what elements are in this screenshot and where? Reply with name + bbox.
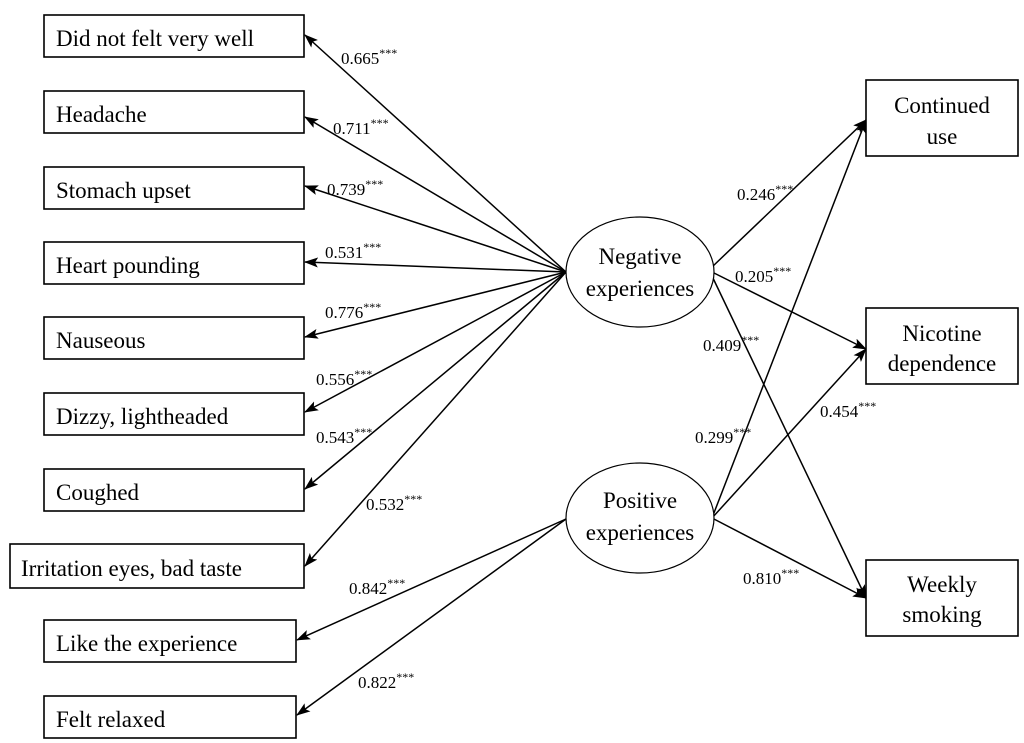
edge-negative-to-did-not-felt-well [304,34,567,273]
edge-negative-to-heart-pounding [304,257,567,273]
indicator-label: Heart pounding [56,253,200,278]
edge-positive-to-weekly-smoking [711,517,867,599]
edge-negative-to-nauseous [304,271,567,339]
path-coefficient-label: 0.246*** [737,182,793,204]
indicator-nauseous: Nauseous [43,316,305,360]
edge-negative-to-dizzy [304,271,567,413]
outcome-label-line1: Nicotine [902,321,981,346]
indicator-coughed: Coughed [43,468,305,512]
path-coefficient-label: 0.810*** [743,566,799,588]
indicator-like-experience: Like the experience [43,619,297,663]
indicator-stomach-upset: Stomach upset [43,166,305,210]
loading-label: 0.842*** [349,576,405,598]
indicator-headache: Headache [43,90,305,134]
indicator-label: Irritation eyes, bad taste [21,556,242,581]
outcome-label-line1: Continued [894,93,990,118]
coefficient-labels: 0.665*** 0.711*** 0.739*** 0.531*** 0.77… [316,46,876,692]
indicator-label: Headache [56,102,147,127]
latent-label-line1: Positive [603,488,677,513]
edge-negative-to-continued-use [711,119,867,268]
edge-negative-to-stomach-upset [304,185,567,273]
outcome-weekly-smoking: Weekly smoking [865,559,1019,637]
outcome-label-line2: use [927,124,958,149]
latent-positive-experiences: Positive experiences [565,462,715,574]
loading-label: 0.711*** [333,116,389,138]
indicator-did-not-felt-well: Did not felt very well [43,14,305,58]
edge-positive-to-nicotine-dependence [711,348,867,519]
indicator-heart-pounding: Heart pounding [43,241,305,285]
edge-negative-to-weekly-smoking [711,275,867,599]
edge-negative-to-headache [304,116,567,273]
edge-positive-to-continued-use [711,119,867,519]
outcome-label-line1: Weekly [907,572,977,597]
loading-label: 0.556*** [316,367,372,389]
edge-positive-to-felt-relaxed [296,518,567,716]
edges [296,34,867,716]
indicator-dizzy-lightheaded: Dizzy, lightheaded [43,392,305,436]
indicator-label: Coughed [56,480,140,505]
path-coefficient-label: 0.409*** [703,333,759,355]
outcome-nicotine-dependence: Nicotine dependence [865,307,1019,385]
loading-label: 0.531*** [325,240,381,262]
path-coefficient-label: 0.299*** [695,425,751,447]
loading-label: 0.665*** [341,46,397,68]
loading-label: 0.776*** [325,300,381,322]
edge-negative-to-nicotine-dependence [711,271,867,350]
path-coefficient-label: 0.454*** [820,399,876,421]
indicator-boxes: Did not felt very well Headache Stomach … [9,14,305,739]
outcome-continued-use: Continued use [865,79,1019,157]
latent-label-line2: experiences [586,520,695,545]
loading-label: 0.543*** [316,425,372,447]
indicator-irritation-eyes: Irritation eyes, bad taste [9,543,305,589]
latent-label-line1: Negative [598,244,681,269]
indicator-label: Stomach upset [56,178,191,203]
edge-positive-to-like-experience [296,518,567,641]
loading-label: 0.739*** [327,177,383,199]
indicator-label: Felt relaxed [56,707,166,732]
indicator-label: Nauseous [56,328,145,353]
loading-label: 0.822*** [358,670,414,692]
edge-negative-to-irritation [304,271,567,567]
outcome-label-line2: smoking [902,602,982,627]
edge-negative-to-coughed [304,271,567,490]
outcome-label-line2: dependence [888,351,997,376]
indicator-label: Dizzy, lightheaded [56,404,229,429]
latent-negative-experiences: Negative experiences [565,216,715,328]
indicator-label: Like the experience [56,631,237,656]
indicator-felt-relaxed: Felt relaxed [43,695,297,739]
latent-label-line2: experiences [586,276,695,301]
path-coefficient-label: 0.205*** [735,264,791,286]
loading-label: 0.532*** [366,492,422,514]
indicator-label: Did not felt very well [56,26,254,51]
